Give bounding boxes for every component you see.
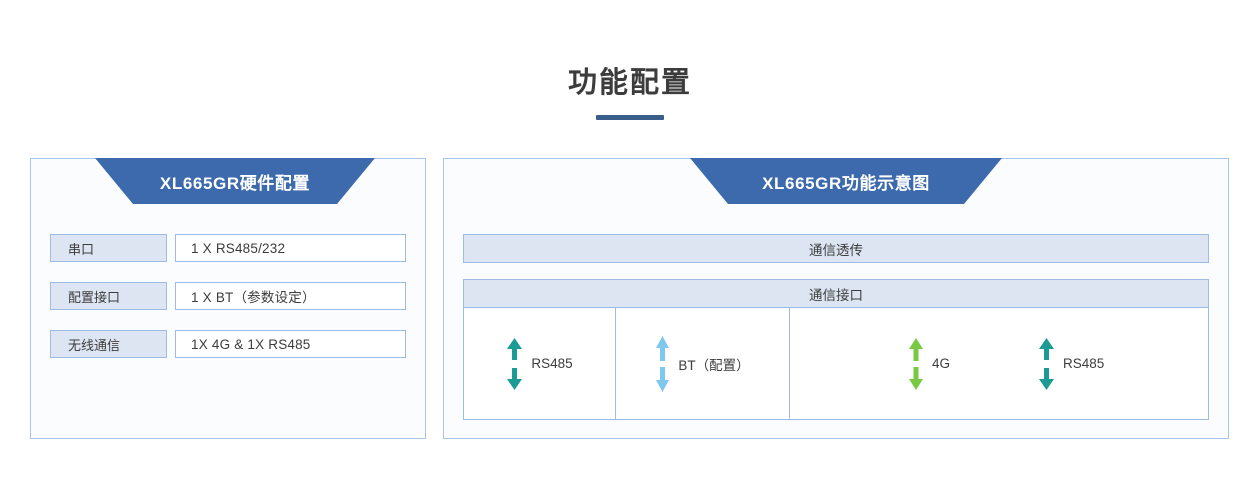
spec-row: 串口 1 X RS485/232 [50,234,406,262]
interface-grid: RS485 BT（配置） [463,308,1209,420]
spec-value-serial: 1 X RS485/232 [175,234,406,262]
double-arrow-icon [655,335,670,392]
hardware-spec-list: 串口 1 X RS485/232 配置接口 1 X BT（参数设定） 无线通信 … [50,234,406,378]
page-title: 功能配置 [567,67,692,99]
title-underline-accent [596,115,664,120]
band-spacer [463,263,1209,279]
function-diagram-banner: XL665GR功能示意图 [690,158,1002,204]
double-arrow-icon [1038,337,1055,390]
link-rs485-wireless: RS485 [1038,337,1105,390]
link-label: RS485 [1063,356,1105,371]
spec-label-serial: 串口 [50,234,167,262]
band-transparent-transmission: 通信透传 [463,234,1209,263]
double-arrow-icon [506,337,523,390]
link-label: RS485 [531,356,573,371]
function-diagram-card: XL665GR功能示意图 通信透传 通信接口 RS485 [443,158,1229,439]
serial-cell: RS485 [464,308,616,419]
spec-row: 配置接口 1 X BT（参数设定） [50,282,406,310]
bluetooth-cell: BT（配置） [616,308,790,419]
hardware-config-banner: XL665GR硬件配置 [95,158,375,204]
wireless-cell: 4G RS485 [790,308,1208,419]
hardware-config-card: XL665GR硬件配置 串口 1 X RS485/232 配置接口 1 X BT… [30,158,426,439]
double-arrow-icon [908,337,924,390]
page-header: 功能配置 [0,64,1260,120]
spec-label-wireless: 无线通信 [50,330,167,358]
spec-row: 无线通信 1X 4G & 1X RS485 [50,330,406,358]
function-diagram: 通信透传 通信接口 RS485 [463,234,1209,420]
spec-value-wireless: 1X 4G & 1X RS485 [175,330,406,358]
band-communication-interface: 通信接口 [463,279,1209,308]
spec-label-config-interface: 配置接口 [50,282,167,310]
link-rs485-serial: RS485 [506,337,573,390]
link-label: 4G [932,356,951,371]
spec-value-config-interface: 1 X BT（参数设定） [175,282,406,310]
link-4g: 4G [908,337,951,390]
link-bt-config: BT（配置） [655,335,750,392]
link-label: BT（配置） [678,357,750,373]
